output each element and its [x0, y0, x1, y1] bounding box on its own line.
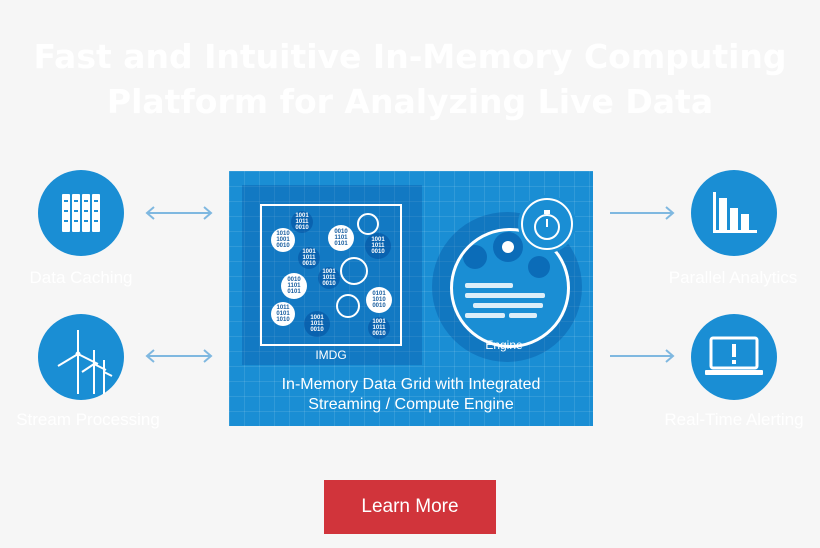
page-title: Fast and Intuitive In-Memory Computing P…: [0, 34, 820, 124]
parallel-analytics-label: Parallel Analytics: [668, 268, 798, 287]
real-time-alerting-arrow: [610, 349, 675, 363]
laptop-alert-icon: [705, 336, 763, 375]
empty-node: [336, 294, 360, 318]
stream-processing-label: Stream Processing: [16, 410, 160, 429]
stream-processing-double-arrow: [145, 349, 213, 363]
binary-text: 1001: [302, 249, 316, 255]
binary-text: 1011: [276, 305, 290, 311]
binary-text: 0101: [276, 311, 290, 317]
binary-text: 0010: [310, 327, 324, 333]
binary-text: 0101: [372, 291, 386, 297]
data-caching-label: Data Caching: [29, 268, 133, 287]
binary-text: 1101: [334, 235, 348, 241]
binary-text: 1011: [371, 243, 385, 249]
empty-node: [357, 213, 379, 235]
binary-data-nodes: 1001101100100010110101011010100100101001…: [271, 211, 392, 339]
binary-text: 0010: [322, 281, 336, 287]
caption-line-1: In-Memory Data Grid with Integrated: [281, 376, 541, 393]
imdg-backdrop: [242, 185, 422, 365]
binary-text: 0010: [371, 249, 385, 255]
stream-processing-circle: [38, 314, 124, 400]
data-caching-double-arrow: [145, 206, 213, 220]
binary-text: 1010: [276, 317, 290, 323]
binary-text: 1011: [322, 275, 336, 281]
center-caption: In-Memory Data Grid with Integrated Stre…: [229, 375, 593, 415]
data-caching-circle: [38, 170, 124, 256]
binary-text: 0010: [372, 331, 386, 337]
imdg-label: IMDG: [315, 348, 347, 362]
caption-line-2: Streaming / Compute Engine: [308, 396, 514, 413]
parallel-analytics-circle: [691, 170, 777, 256]
binary-text: 1011: [310, 321, 324, 327]
real-time-alerting-label: Real-Time Alerting: [664, 410, 804, 429]
binary-text: 1001: [295, 213, 309, 219]
real-time-alerting-circle: [691, 314, 777, 400]
engine-gears-icon: [463, 232, 550, 318]
binary-text: 1001: [276, 237, 290, 243]
engine-label: Engine: [485, 338, 523, 352]
stopwatch-icon: [518, 195, 576, 253]
bar-chart-icon: [713, 192, 757, 233]
binary-text: 0010: [276, 243, 290, 249]
wind-turbine-icon: [57, 330, 113, 394]
binary-text: 1001: [371, 237, 385, 243]
binary-text: 0101: [287, 289, 301, 295]
binary-text: 1010: [276, 231, 290, 237]
title-line-1: Fast and Intuitive In-Memory Computing: [33, 37, 787, 76]
binary-text: 1001: [310, 315, 324, 321]
learn-more-button[interactable]: Learn More: [324, 480, 496, 534]
parallel-analytics-arrow: [610, 206, 675, 220]
binary-text: 1001: [322, 269, 336, 275]
binary-text: 0010: [334, 229, 348, 235]
binary-text: 0010: [302, 261, 316, 267]
binary-text: 0101: [334, 241, 348, 247]
binary-text: 1011: [295, 219, 309, 225]
binary-text: 1011: [372, 325, 386, 331]
title-line-2: Platform for Analyzing Live Data: [106, 82, 714, 121]
binary-text: 0010: [295, 225, 309, 231]
engine-circle: [450, 228, 570, 348]
database-servers-icon: [62, 194, 100, 232]
binary-text: 0010: [287, 277, 301, 283]
binary-text: 0010: [372, 303, 386, 309]
binary-text: 1001: [372, 319, 386, 325]
binary-text: 1101: [287, 283, 301, 289]
binary-text: 1011: [302, 255, 316, 261]
empty-node: [340, 257, 368, 285]
binary-text: 1010: [372, 297, 386, 303]
